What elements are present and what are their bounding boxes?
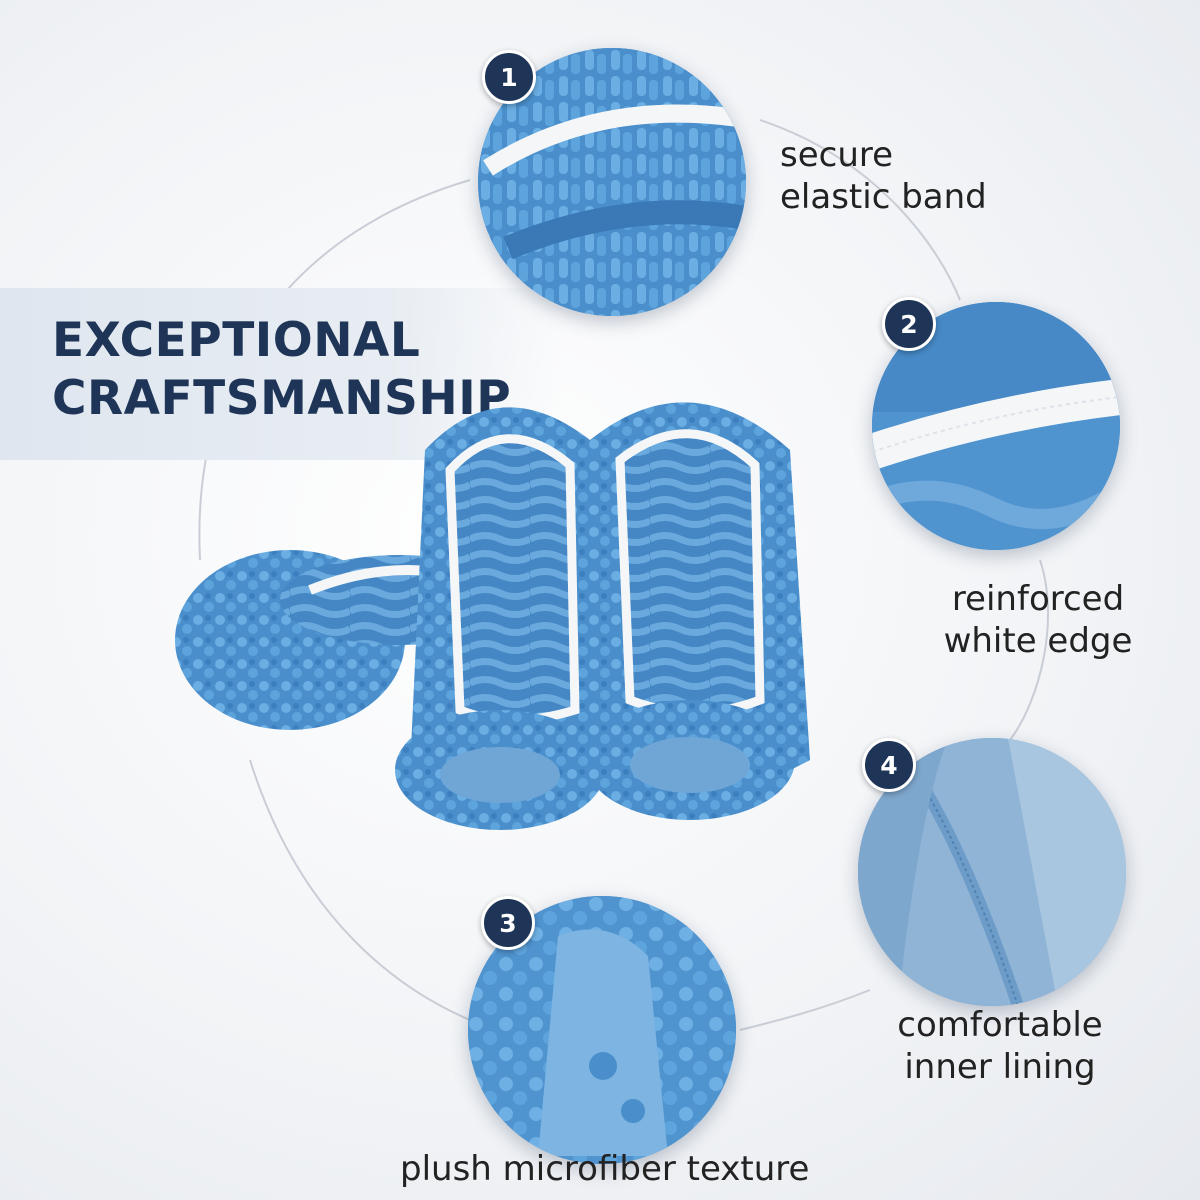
caption-microfiber-texture: plush microfiber texture [400,1148,809,1190]
caption-4-line-1: comfortable [897,1005,1103,1045]
caption-1-line-2: elastic band [780,177,987,217]
page-title: EXCEPTIONAL CRAFTSMANSHIP [52,312,511,428]
badge-3: 3 [481,896,535,950]
detail-elastic-band [478,48,746,316]
title-line-2: CRAFTSMANSHIP [52,371,512,426]
caption-1-line-1: secure [780,135,894,175]
caption-3-line-1: plush microfiber texture [400,1149,810,1189]
badge-2: 2 [882,297,936,351]
mop-slippers-image [175,402,810,830]
caption-elastic-band: secure elastic band [780,134,987,218]
caption-2-line-2: white edge [943,621,1133,661]
caption-inner-lining: comfortable inner lining [888,1004,1112,1088]
caption-4-line-2: inner lining [904,1047,1096,1087]
caption-2-line-1: reinforced [951,579,1125,619]
caption-reinforced-edge: reinforced white edge [940,578,1136,662]
detail-microfiber-texture [468,896,736,1164]
badge-1: 1 [482,50,536,104]
badge-4: 4 [862,738,916,792]
title-line-1: EXCEPTIONAL [52,313,421,368]
